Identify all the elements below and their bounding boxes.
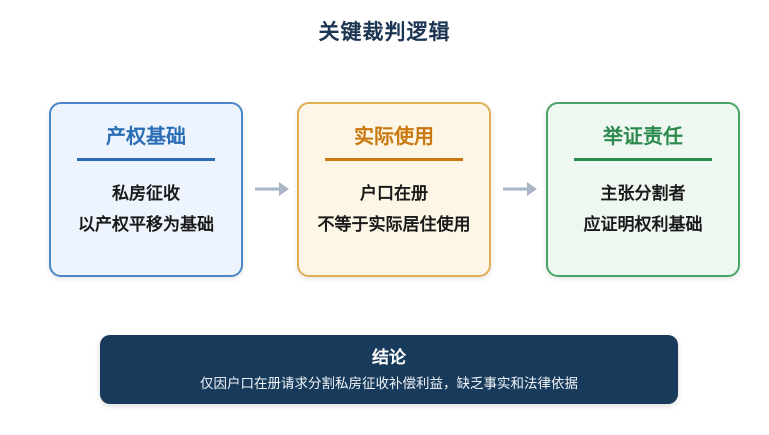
- arrow-right-icon: [503, 182, 537, 196]
- card-divider: [574, 158, 712, 161]
- card-actual-use: 实际使用 户口在册 不等于实际居住使用: [297, 102, 491, 277]
- card-divider: [325, 158, 463, 161]
- card-heading: 举证责任: [603, 124, 683, 148]
- card-body: 私房征收 以产权平移为基础: [51, 179, 241, 241]
- card-line: 户口在册: [360, 184, 428, 204]
- card-divider: [77, 158, 215, 161]
- card-line: 以产权平移为基础: [78, 215, 214, 235]
- conclusion-box: 结论 仅因户口在册请求分割私房征收补偿利益，缺乏事实和法律依据: [100, 335, 678, 404]
- conclusion-text: 仅因户口在册请求分割私房征收补偿利益，缺乏事实和法律依据: [200, 376, 578, 392]
- card-body: 户口在册 不等于实际居住使用: [299, 179, 489, 241]
- card-property-basis: 产权基础 私房征收 以产权平移为基础: [49, 102, 243, 277]
- card-burden-of-proof: 举证责任 主张分割者 应证明权利基础: [546, 102, 740, 277]
- conclusion-heading: 结论: [372, 348, 406, 368]
- card-body: 主张分割者 应证明权利基础: [548, 179, 738, 241]
- arrow-right-icon: [255, 182, 289, 196]
- card-line: 不等于实际居住使用: [317, 215, 471, 235]
- card-line: 应证明权利基础: [583, 215, 703, 235]
- diagram-title: 关键裁判逻辑: [318, 20, 451, 44]
- card-line: 私房征收: [112, 184, 180, 204]
- card-heading: 实际使用: [354, 124, 434, 148]
- card-heading: 产权基础: [106, 124, 186, 148]
- card-line: 主张分割者: [600, 184, 686, 204]
